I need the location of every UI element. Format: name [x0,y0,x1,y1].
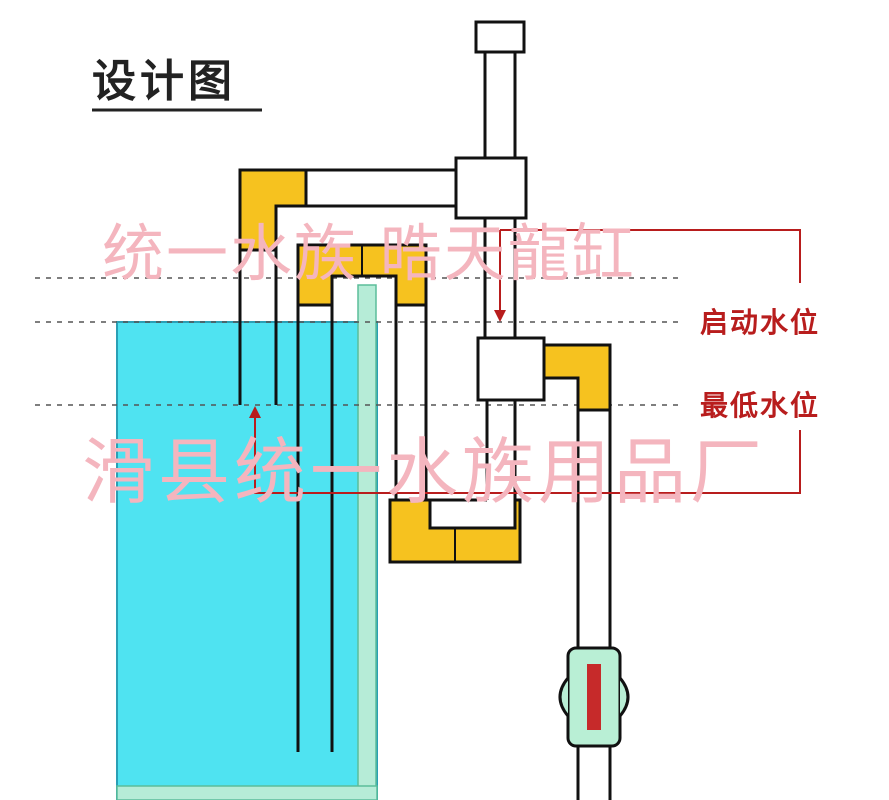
drain-valve-right-bulge [618,677,630,717]
diagram-title: 设计图 [92,56,236,107]
watermark-line-1: 统一水族 晧天龍缸 [102,217,636,290]
tank-water [116,321,378,800]
start-level-label: 启动水位 [700,306,820,339]
start-level-arrow-head [494,310,506,322]
top-cap [474,20,526,54]
min-level-arrow-head [249,406,261,418]
upper-tee-fitting [454,156,528,220]
min-level-bracket [254,416,801,494]
tank-bottom-edge [116,785,378,800]
start-level-bracket [500,229,801,283]
drain-elbow-fitting [542,343,612,412]
min-level-label: 最低水位 [700,389,820,422]
lower-tee-fitting [476,336,546,402]
outer-elbow-fitting [238,168,308,252]
tank-glass-wall [357,284,377,800]
drain-valve-left-bulge [558,677,570,717]
watermark-line-2: 滑县统一水族用品厂 [82,430,766,514]
drain-valve-handle [587,664,601,730]
